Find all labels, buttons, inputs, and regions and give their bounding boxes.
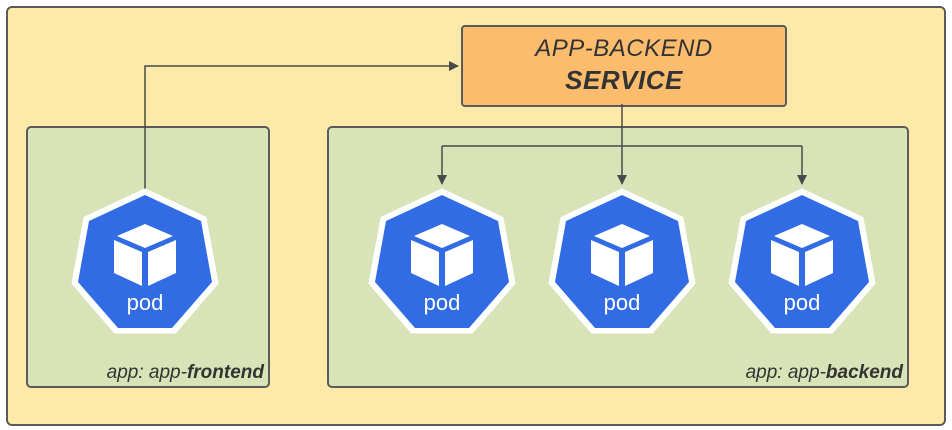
pod-label: pod	[126, 290, 164, 315]
pod-label: pod	[603, 290, 641, 315]
pod-icon	[728, 188, 876, 334]
service-type: SERVICE	[565, 65, 683, 95]
backend-group-label: app: app-backend	[745, 362, 903, 383]
backend-service: APP-BACKEND SERVICE	[461, 25, 787, 107]
backend-pod-1: pod	[366, 188, 518, 336]
frontend-group-label: app: app-frontend	[106, 362, 264, 383]
pod-label: pod	[783, 290, 821, 315]
pod-icon	[548, 188, 696, 334]
pod-icon	[368, 188, 516, 334]
service-name: APP-BACKEND	[535, 35, 713, 62]
frontend-pod: pod	[69, 188, 221, 336]
pod-icon	[71, 188, 219, 334]
backend-pod-2: pod	[546, 188, 698, 336]
pod-label: pod	[423, 290, 461, 315]
backend-pod-3: pod	[726, 188, 878, 336]
frontend-to-service-arrow	[144, 61, 459, 190]
